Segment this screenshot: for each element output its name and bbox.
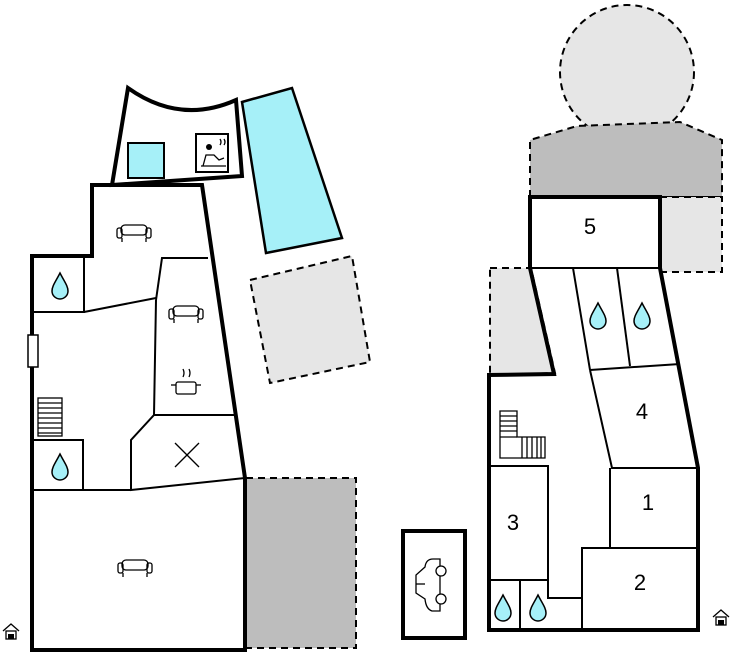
wall-room4-top <box>589 363 681 371</box>
room-label-5: 5 <box>584 214 596 239</box>
wall-bath-mid <box>616 267 631 367</box>
sofa-icon <box>116 224 152 242</box>
stairs-icon <box>499 410 546 459</box>
room-label-3: 3 <box>507 510 519 535</box>
wall-room2 <box>581 547 610 630</box>
car-icon <box>415 558 447 612</box>
wall-hall <box>547 580 582 599</box>
terrace-left-light <box>248 254 372 385</box>
bathroom-drop-icon <box>51 452 69 481</box>
terrace-right-light <box>659 196 723 273</box>
wall-room4-left <box>589 369 698 469</box>
kitchen-pot-icon <box>171 368 201 395</box>
carport <box>401 529 467 640</box>
sofa-icon <box>168 305 204 323</box>
sauna-icon <box>195 133 229 173</box>
wall-lounge2 <box>152 299 236 416</box>
wall-room3 <box>489 465 549 581</box>
bathroom-drop-icon <box>51 271 69 300</box>
terrace-left-gray <box>489 267 557 377</box>
plunge-pool <box>127 142 165 179</box>
dining-table-icon <box>174 442 200 468</box>
wall-lounge <box>155 257 208 301</box>
sauna-annex <box>109 84 245 188</box>
bathroom-drop-icon <box>529 593 547 622</box>
bathroom-drop-icon <box>589 301 607 330</box>
window <box>27 334 39 368</box>
house-entrance-icon <box>2 623 20 640</box>
house-entrance-icon <box>712 609 730 626</box>
terrace-left-dark <box>245 477 357 649</box>
wall-diag <box>83 297 157 313</box>
pool <box>240 86 344 255</box>
sofa-icon <box>117 559 153 577</box>
room-label-1: 1 <box>642 490 654 515</box>
room-label-2: 2 <box>634 570 646 595</box>
main-building-wall <box>30 183 247 652</box>
room-label-4: 4 <box>636 399 648 424</box>
bathroom-drop-icon <box>633 301 651 330</box>
dining-area-outline <box>130 414 247 492</box>
terrace-round <box>559 4 695 140</box>
wall-bath-split <box>572 267 591 371</box>
terrace-top-dark <box>529 120 723 198</box>
bathroom-drop-icon <box>494 593 512 622</box>
stairs-icon <box>37 397 63 437</box>
room-5-outline <box>529 196 661 269</box>
